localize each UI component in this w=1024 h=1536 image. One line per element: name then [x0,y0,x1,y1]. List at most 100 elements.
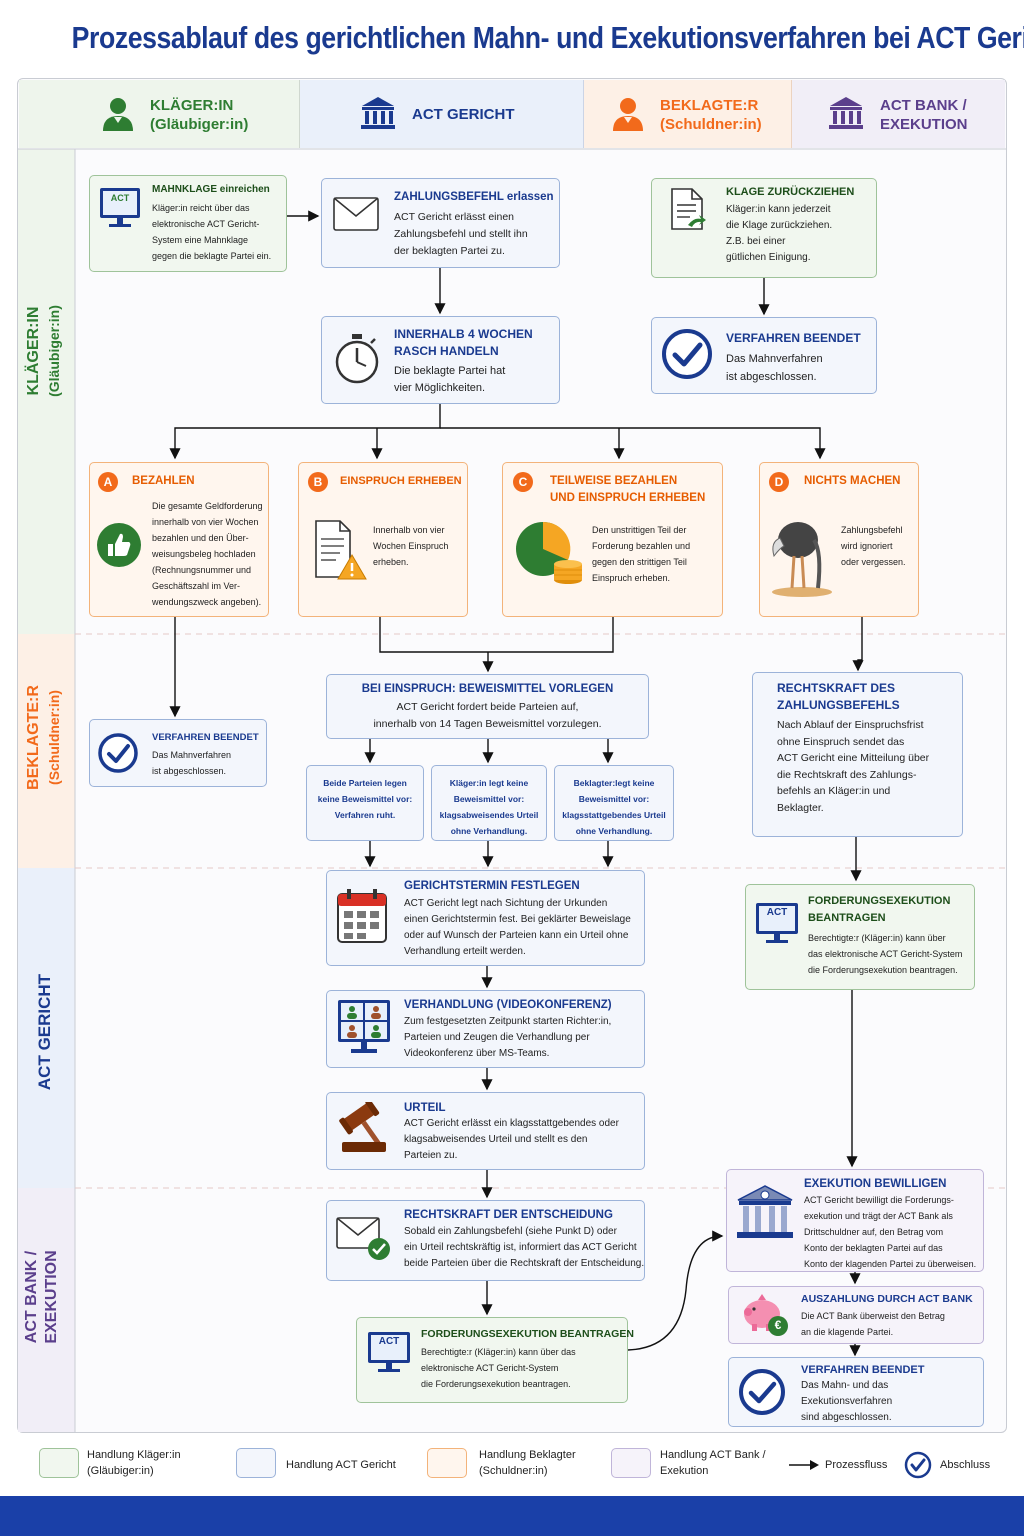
rechtskraft-ent-title: RECHTSKRAFT DER ENTSCHEIDUNG [404,1209,613,1221]
legend-gericht: Handlung ACT Gericht [286,1459,396,1471]
option-a-badge: A [98,472,118,492]
band-gericht [18,868,75,1188]
option-c-badge: C [513,472,533,492]
column-label-gericht: ACT GERICHT [412,106,515,123]
band-klaeger [18,149,75,634]
option-d-title: NICHTS MACHEN [804,475,901,487]
mahnklage-title: MAHNKLAGE einreichen [152,184,270,195]
verhandlung-text: Zum festgesetzten Zeitpunkt starten Rich… [404,1016,612,1059]
checkmark-circle-icon [98,733,138,773]
legend-swatch-gericht [236,1448,276,1478]
step-rechtskraft-zahlungsbefehl [752,672,963,837]
sub-klagsstattgebend [554,765,674,841]
exekution-unten-title: FORDERUNGSEXEKUTION BEANTRAGEN [421,1328,634,1340]
document-warning-icon [315,520,367,580]
act-logo-text: ACT [110,193,130,203]
videoconference-icon [338,1000,390,1053]
legend-swatch-beklagte [427,1448,467,1478]
column-label-bank: ACT BANK /EXEKUTION [880,97,968,133]
rechtskraft-ent-text: Sobald ein Zahlungsbefehl (siehe Punkt D… [404,1226,645,1269]
pie-coins-icon [516,521,582,584]
option-a-title: BEZAHLEN [132,475,195,487]
person-icon [103,98,133,131]
checkmark-circle-icon [904,1451,932,1479]
legend-prozessfluss: Prozessfluss [825,1459,888,1471]
legend-bank: Handlung ACT Bank /Exekution [660,1449,766,1477]
header-corner [19,80,75,148]
exekution-bewilligen-text: ACT Gericht bewilligt die Forderungs-exe… [804,1195,977,1269]
ostrich-icon [772,522,832,597]
beendet-a-title: VERFAHREN BEENDET [152,732,259,743]
urteil-title: URTEIL [404,1102,446,1114]
courthouse-icon [361,97,395,129]
stopwatch-icon [335,334,379,384]
verhandlung-title: VERHANDLUNG (VIDEOKONFERENZ) [404,999,612,1011]
page-title: Prozessablauf des gerichtlichen Mahn- un… [71,20,1024,55]
beendet-final-title: VERFAHREN BEENDET [801,1364,925,1376]
column-header-beklagte [584,80,792,148]
zurueckziehen-title: KLAGE ZURÜCKZIEHEN [726,186,855,198]
band-bank [18,1188,75,1432]
legend-beklagte: Handlung Beklagter(Schuldner:in) [479,1449,576,1477]
sub-verfahren-ruht [306,765,424,841]
option-b-badge: B [308,472,328,492]
gerichtstermin-text: ACT Gericht legt nach Sichtung der Urkun… [404,898,631,957]
beweismittel-title: BEI EINSPRUCH: BEWEISMITTEL VORLEGEN [361,683,614,695]
column-header-klaeger [75,80,300,148]
computer-act-icon [368,1332,410,1372]
legend-swatch-klaeger [39,1448,79,1478]
step-forderungsexekution-rechts [745,884,975,990]
beweismittel-text: ACT Gericht fordert beide Parteien auf,i… [373,701,602,730]
footer-bar [0,1496,1024,1536]
exekution-bewilligen-title: EXEKUTION BEWILLIGEN [804,1178,947,1190]
auszahlung-title: AUSZAHLUNG DURCH ACT BANK [801,1293,973,1305]
envelope-icon [333,197,379,231]
calendar-icon [337,889,387,943]
zahlungsbefehl-title: ZAHLUNGSBEFEHL erlassen [394,191,554,203]
option-b-title: EINSPRUCH ERHEBEN [340,475,462,487]
bank-building-icon [737,1185,793,1238]
sub-klagsabweisend [431,765,547,841]
bank-icon [829,97,863,129]
option-d-badge: D [769,472,789,492]
person-icon-orange [613,98,643,131]
legend-swatch-bank [611,1448,651,1478]
step-urteil [326,1092,645,1170]
thumbs-up-icon [97,523,141,567]
document-arrow-icon [671,188,706,230]
step-beweismittel [326,674,649,739]
computer-act-icon [756,903,798,943]
act-logo-text: ACT [766,907,788,918]
band-beklagte [18,634,75,868]
arrow-right-icon [789,1460,819,1470]
euro-sign: € [774,1318,782,1332]
column-label-beklagte: BEKLAGTE:R(Schuldner:in) [660,97,762,133]
beendet-top-title: VERFAHREN BEENDET [726,331,861,345]
act-logo-text: ACT [378,1336,400,1347]
gavel-icon [339,1102,386,1152]
legend-abschluss: Abschluss [940,1459,991,1471]
checkmark-circle-icon [662,329,712,379]
column-header-bank [792,80,1005,148]
